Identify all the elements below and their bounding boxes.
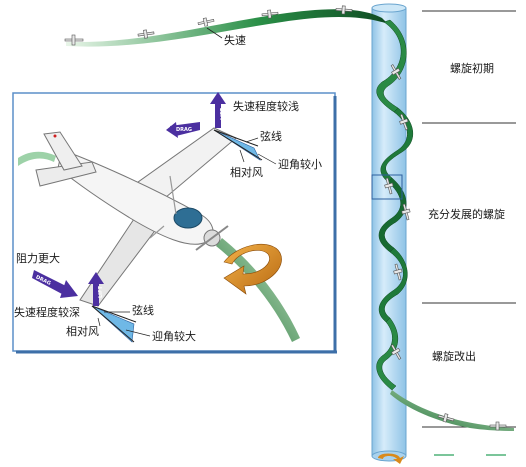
detail-highlight-box — [371, 174, 403, 200]
phase-label-developed: 充分发展的螺旋 — [428, 207, 505, 221]
left-aoa-leader — [125, 329, 151, 337]
inset-rotation-arrow — [223, 243, 282, 295]
column-rotation-arrow — [378, 453, 404, 464]
left-wind-leader — [97, 317, 101, 327]
right-chord-label: 弦线 — [260, 129, 282, 143]
right-relative-wind-label: 相对风 — [230, 165, 263, 179]
inset-trail-right — [216, 238, 300, 342]
left-lift-label: 失速程度较深 — [14, 305, 80, 319]
right-wing-forces: LIFT DRAG — [166, 92, 263, 161]
stall-label: 失速 — [224, 34, 246, 47]
left-lift-arrow-text: LIFT — [98, 286, 104, 298]
left-aoa-label: 迎角较大 — [152, 329, 196, 343]
right-aoa-label: 迎角较小 — [278, 157, 322, 171]
left-drag-label: 阻力更大 — [16, 251, 60, 265]
right-lift-label: 失速程度较浅 — [233, 99, 299, 113]
left-drag-arrow — [32, 270, 66, 294]
stall-leader-line — [206, 27, 223, 39]
inset-trail-left — [18, 151, 56, 166]
aircraft-markers — [64, 5, 507, 431]
left-relative-wind-label: 相对风 — [66, 324, 99, 338]
right-chord-leader — [245, 137, 259, 143]
left-chord-label: 弦线 — [132, 303, 154, 317]
right-drag-arrow-text: DRAG — [176, 127, 192, 133]
phase-label-recovery: 螺旋改出 — [432, 349, 476, 363]
spin-helix — [376, 19, 413, 391]
right-drag-arrow — [170, 122, 200, 136]
phase-label-initial: 螺旋初期 — [450, 61, 494, 75]
right-lift-arrow-text: LIFT — [220, 108, 226, 120]
right-aoa-leader — [257, 153, 277, 165]
exit-flight-path — [390, 390, 514, 431]
right-wind-leader — [239, 149, 245, 163]
